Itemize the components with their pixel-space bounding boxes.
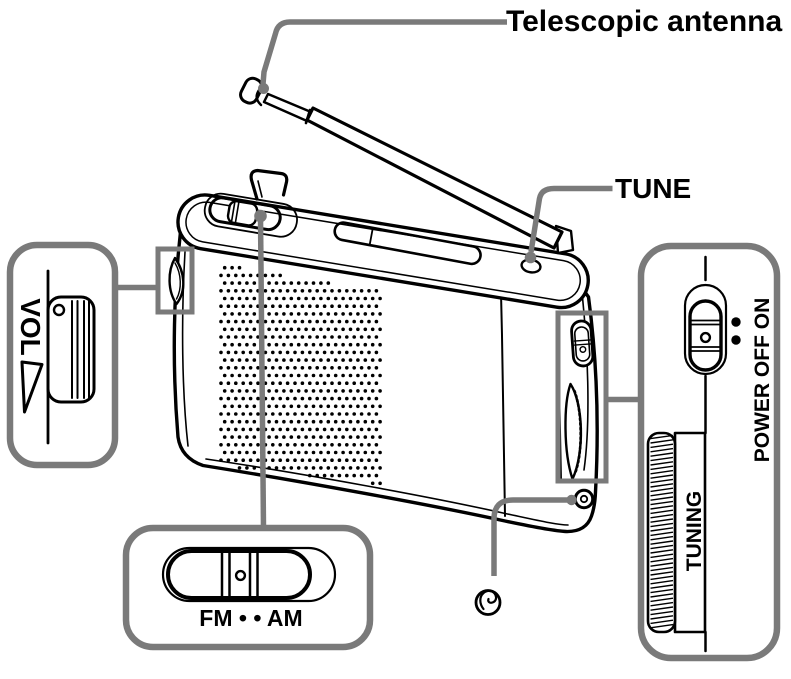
antenna-main-segment [305, 106, 564, 250]
band-switch-recess [203, 192, 298, 238]
tuning-knob-detail [646, 431, 677, 634]
side-callout-detail: POWER OFF ON TUNING [646, 255, 774, 653]
top-slot [333, 221, 482, 266]
power-switch-label: POWER OFF ON [751, 298, 774, 463]
ear-icon [474, 589, 502, 616]
antenna-thin-segment [262, 92, 313, 123]
radio-body [168, 76, 599, 534]
power-switch-recess-detail [683, 283, 728, 376]
callout-connectors [112, 19, 643, 576]
strap-loop [249, 168, 289, 201]
power-position-dot-on [731, 317, 741, 327]
band-callout-line [257, 216, 267, 529]
power-position-dot-off [731, 335, 741, 345]
telescopic-antenna [239, 76, 575, 255]
volume-label: VOL [15, 298, 46, 356]
tuning-knob-knurling [650, 434, 674, 629]
headphone-jack [573, 488, 595, 510]
strap-loop-inner-line [257, 180, 263, 198]
jack-callout-dot [566, 494, 577, 506]
tuning-knob-panel [673, 431, 707, 634]
volume-highlight-rect [155, 246, 195, 315]
top-face [176, 193, 590, 310]
front-right-contour-line [500, 292, 506, 517]
band-switch-slot-detail [166, 549, 312, 600]
tune-callout-dot [524, 251, 537, 264]
volume-callout-box [6, 241, 119, 469]
volume-wedge-icon [20, 360, 44, 414]
side-callout-box [637, 242, 781, 662]
tuning-label: TUNING [683, 491, 706, 572]
antenna-callout-line [260, 19, 507, 85]
jack-callout-line [491, 497, 570, 576]
tune-label: TUNE [615, 173, 691, 204]
antenna-collar-line [255, 88, 263, 107]
band-switch-recess-detail [161, 546, 337, 603]
volume-thumbwheel [168, 256, 185, 306]
tune-callout-line [528, 185, 613, 253]
band-callout-dot [254, 209, 267, 223]
right-inner-line [581, 291, 589, 471]
band-switch [203, 192, 298, 238]
speaker-grille [219, 265, 382, 486]
band-callout-detail: FM • • AM [161, 546, 337, 631]
volume-callout-detail: VOL [15, 269, 96, 445]
band-switch-knob [226, 199, 259, 227]
bottom-chamfer-line [205, 458, 569, 526]
power-switch [570, 319, 595, 368]
band-callout-box [122, 524, 374, 651]
band-switch-label: FM • • AM [199, 605, 302, 631]
power-switch-knob-detail [688, 299, 723, 372]
antenna-callout-dot [258, 83, 269, 94]
telescopic-antenna-label: Telescopic antenna [506, 5, 783, 38]
side-highlight-rect [555, 310, 609, 484]
